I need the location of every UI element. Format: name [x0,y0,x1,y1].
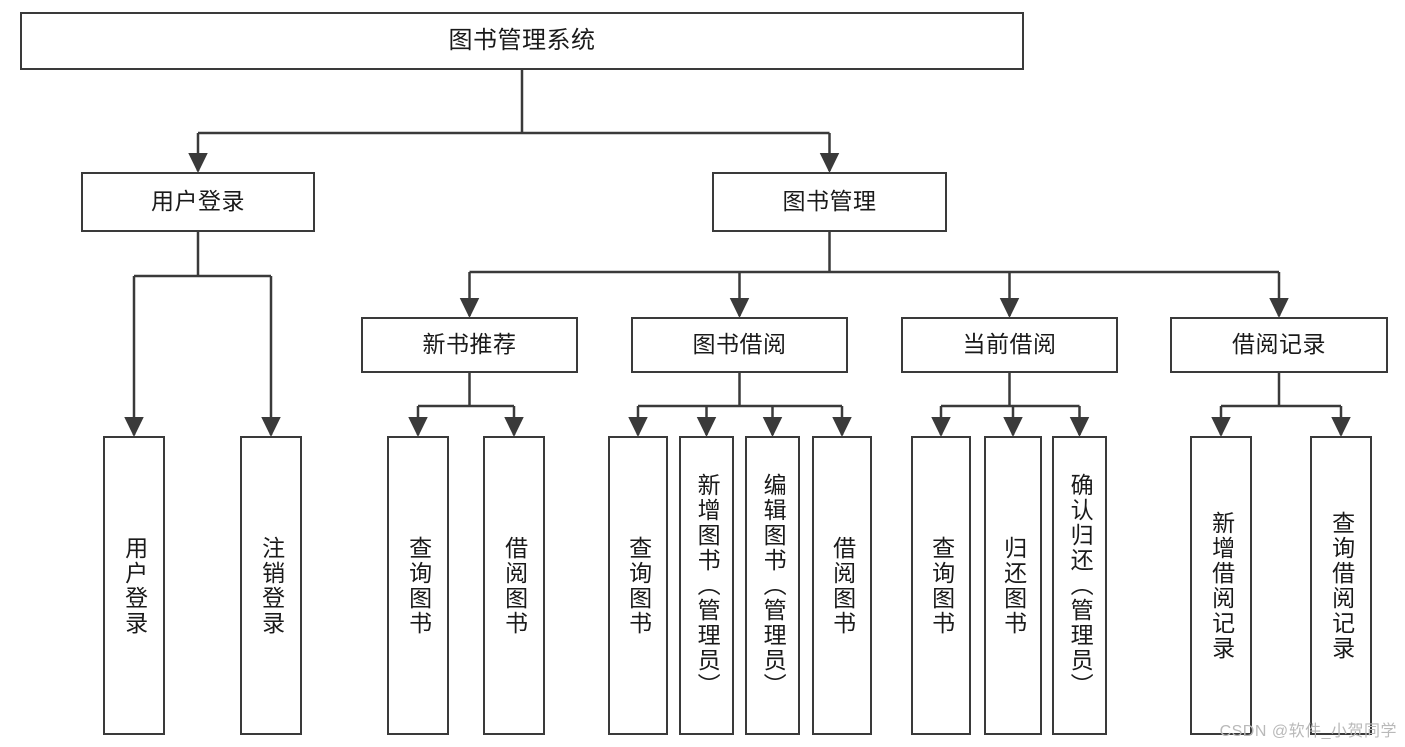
watermark-label: CSDN @软件_小贺同学 [1219,723,1397,740]
node-label: 借阅图书 [829,535,856,636]
node-label: 借阅图书 [501,535,528,636]
node-label: 新增借阅记录 [1208,510,1235,661]
node-label: 图书管理系统 [448,26,596,54]
node-bookmgmt[interactable]: 图书管理 [712,172,947,232]
node-label: 图书管理 [782,188,877,215]
node-login[interactable]: 用户登录 [81,172,315,232]
node-nb1[interactable]: 查询图书 [387,436,449,735]
node-label: 新增图书（管理员） [694,473,721,698]
node-cb1[interactable]: 查询图书 [911,436,971,735]
node-nb2[interactable]: 借阅图书 [483,436,545,735]
node-label: 查询图书 [405,535,432,636]
node-label: 查询借阅记录 [1328,510,1355,661]
node-label: 新书推荐 [422,331,517,358]
node-newbook[interactable]: 新书推荐 [361,317,578,373]
node-root[interactable]: 图书管理系统 [20,12,1024,70]
node-bw3[interactable]: 编辑图书（管理员） [745,436,800,735]
node-bw2[interactable]: 新增图书（管理员） [679,436,734,735]
node-label: 确认归还（管理员） [1067,473,1094,698]
node-label: 用户登录 [151,188,245,215]
node-login1[interactable]: 用户登录 [103,436,165,735]
node-cb3[interactable]: 确认归还（管理员） [1052,436,1107,735]
node-label: 注销登录 [258,535,285,636]
node-rc2[interactable]: 查询借阅记录 [1310,436,1372,735]
node-cb2[interactable]: 归还图书 [984,436,1042,735]
node-label: 查询图书 [928,535,955,636]
node-label: 图书借阅 [692,331,787,358]
edge-layer [124,70,1351,438]
node-label: 查询图书 [625,535,652,636]
node-label: 借阅记录 [1232,331,1326,358]
node-records[interactable]: 借阅记录 [1170,317,1388,373]
node-bw4[interactable]: 借阅图书 [812,436,872,735]
node-label: 归还图书 [1000,535,1027,636]
node-bw1[interactable]: 查询图书 [608,436,668,735]
node-label: 编辑图书（管理员） [760,473,787,698]
node-label: 当前借阅 [962,331,1057,358]
node-rc1[interactable]: 新增借阅记录 [1190,436,1252,735]
node-borrow[interactable]: 图书借阅 [631,317,848,373]
node-current[interactable]: 当前借阅 [901,317,1118,373]
node-login2[interactable]: 注销登录 [240,436,302,735]
node-label: 用户登录 [121,535,148,636]
